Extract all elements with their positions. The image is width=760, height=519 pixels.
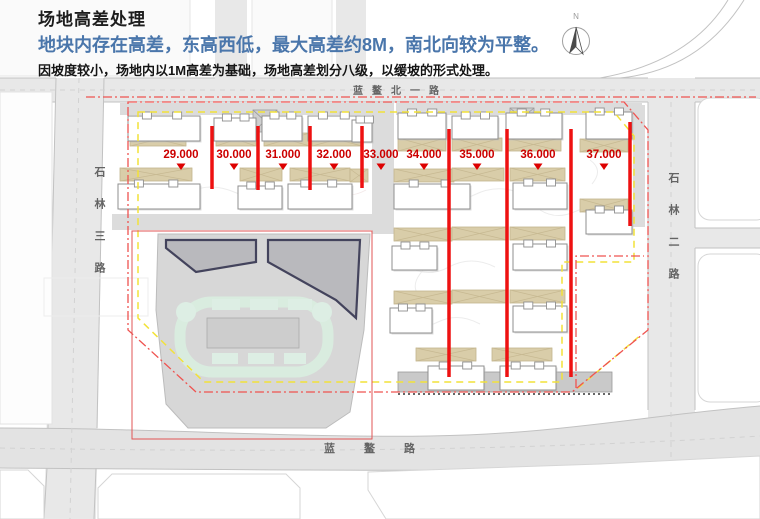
elevation-label: 35.000	[459, 149, 494, 161]
elevation-marker	[599, 163, 609, 170]
garage-cross	[451, 289, 508, 304]
building-footprint	[585, 205, 634, 236]
elevation-label: 34.000	[406, 149, 441, 161]
road-label-south: 蓝鳌路	[324, 443, 444, 455]
boundary-yellow	[137, 111, 643, 389]
building-footprint	[261, 111, 304, 143]
elevation-marker	[376, 163, 386, 170]
elevation-label: 36.000	[520, 149, 555, 161]
section-lines-group	[210, 122, 632, 377]
compass-n-label: N	[573, 12, 579, 21]
garage-cross	[119, 167, 193, 182]
elevation-label: 33.000	[363, 149, 398, 161]
road-label-north: 蓝鳌北一路	[353, 86, 448, 97]
garage-cross	[451, 226, 508, 241]
garage-cross	[491, 347, 553, 362]
north-arrow-icon	[562, 26, 590, 56]
building-footprint	[585, 107, 634, 141]
elevation-marker	[176, 163, 186, 170]
building-footprint	[427, 361, 486, 392]
commercial-red-outline	[131, 230, 373, 440]
page-subtitle: 地块内存在高差，东高西低，最大高差约8M，南北向较为平整。	[38, 35, 550, 55]
building-footprint	[389, 303, 434, 335]
garage-cross	[509, 289, 566, 304]
building-footprint	[451, 111, 500, 141]
garage-cross	[393, 290, 453, 305]
elevation-marker	[533, 163, 543, 170]
garage-cross	[289, 167, 351, 182]
elevation-marker	[472, 163, 482, 170]
elevation-label: 30.000	[216, 149, 251, 161]
building-footprint	[287, 179, 354, 211]
garage-cross	[509, 226, 566, 241]
garage-cross	[239, 167, 283, 182]
elevation-label: 31.000	[265, 149, 300, 161]
building-footprint	[397, 108, 448, 141]
building-footprint	[512, 239, 569, 272]
commercial-block	[155, 233, 371, 429]
building-footprint	[117, 179, 202, 211]
building-footprint	[393, 179, 472, 211]
building-footprint	[512, 301, 569, 334]
garage-cross	[393, 227, 453, 242]
garage-cross	[579, 138, 629, 153]
building-footprint	[505, 108, 564, 141]
boundary-red	[86, 96, 756, 393]
elevation-label: 29.000	[163, 149, 198, 161]
garage-cross	[349, 168, 369, 183]
elevation-marker	[278, 163, 288, 170]
building-footprint	[213, 113, 258, 143]
building-footprint	[237, 181, 284, 211]
elevation-label: 37.000	[586, 149, 621, 161]
garage-cross	[451, 167, 505, 182]
road-label-east: 石林二路	[667, 172, 679, 300]
north-compass: N	[559, 12, 593, 60]
building-footprint	[512, 178, 569, 211]
elevation-marker	[419, 163, 429, 170]
elevation-marker	[329, 163, 339, 170]
elevation-labels-group: 29.000 30.000 31.000 32.000 33.000 34.000 35.0…	[163, 149, 622, 170]
page-title: 场地高差处理	[38, 10, 146, 29]
elevation-marker	[229, 163, 239, 170]
page-description: 因坡度较小，场地内以1M高差为基础，场地高差划分八级，以缓坡的形式处理。	[38, 63, 499, 78]
building-footprint	[127, 111, 202, 143]
building-footprint	[391, 241, 439, 272]
elevation-label: 32.000	[316, 149, 351, 161]
garage-cross	[415, 347, 477, 362]
building-footprint	[499, 361, 558, 392]
road-label-west: 石林三路	[93, 166, 105, 294]
